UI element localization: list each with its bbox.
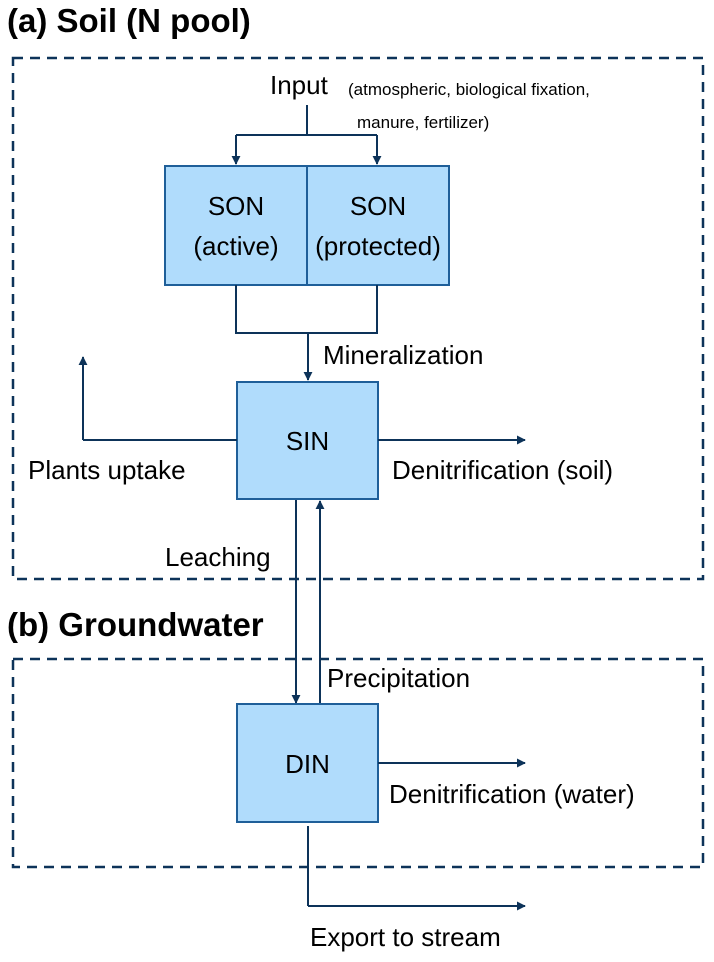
- plants-uptake-label: Plants uptake: [28, 455, 186, 485]
- son-protected-box: [306, 165, 450, 286]
- mineralization-arrow: [235, 285, 378, 381]
- export-label: Export to stream: [310, 922, 501, 952]
- son-protected-line2: (protected): [315, 231, 441, 261]
- export-arrow: [307, 826, 526, 911]
- input-arrow: [231, 105, 382, 165]
- son-protected-line1: SON: [349, 191, 407, 221]
- son-protected-label: SON (protected): [307, 186, 449, 266]
- plants-uptake-arrow: [78, 356, 237, 441]
- son-active-line1: SON: [207, 191, 265, 221]
- din-label: DIN: [285, 749, 330, 779]
- leaching-label: Leaching: [165, 542, 271, 572]
- input-label: Input: [270, 70, 328, 100]
- denitrification-soil-label: Denitrification (soil): [392, 455, 614, 485]
- mineralization-label: Mineralization: [323, 340, 484, 370]
- son-active-line2: (active): [193, 231, 279, 261]
- groundwater-section-title: (b) Groundwater: [7, 606, 266, 644]
- input-detail-line2: manure, fertilizer): [357, 113, 490, 132]
- input-detail-line1: (atmospheric, biological fixation,: [348, 80, 590, 99]
- denitrification-water-label: Denitrification (water): [389, 779, 635, 809]
- soil-section-title: (a) Soil (N pool): [7, 2, 251, 39]
- precipitation-label: Precipitation: [327, 663, 471, 693]
- son-active-label: SON (active): [165, 186, 307, 266]
- din-box: [236, 703, 379, 823]
- soil-region-border: [11, 56, 705, 581]
- groundwater-region-border: [11, 657, 705, 869]
- sin-label: SIN: [285, 426, 330, 456]
